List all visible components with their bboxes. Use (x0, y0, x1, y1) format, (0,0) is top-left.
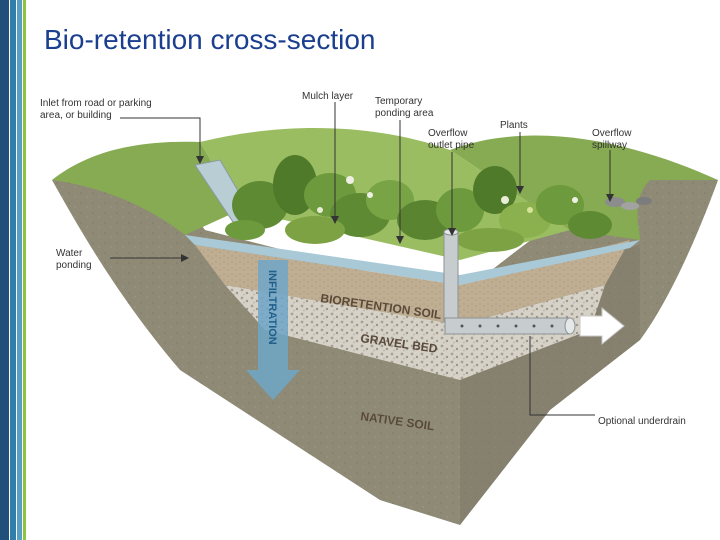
overflow-spillway-label-line-1: Overflow (592, 128, 632, 139)
temporary-ponding-label: Temporary ponding area (375, 96, 434, 119)
infiltration-label: INFILTRATION (266, 270, 278, 345)
callout-lines (110, 102, 611, 416)
outflow-arrow (579, 306, 625, 346)
overflow-spillway-label: Overflow spillway (592, 128, 634, 151)
slide-title: Bio-retention cross-section (44, 24, 376, 55)
overflow-pipe-label-line-2: outlet pipe (428, 140, 475, 151)
bioretention-diagram: INFILTRATION BIORETENTION SOIL GRAVEL BE… (40, 91, 718, 525)
temporary-ponding-label-line-1: Temporary (375, 96, 422, 107)
underdrain-label: Optional underdrain (598, 416, 686, 427)
inlet-label-line-1: Inlet from road or parking (40, 98, 152, 109)
underdrain-perforations (460, 324, 554, 328)
stripe-dark-blue (0, 0, 9, 540)
water-ponding-surface (185, 235, 640, 285)
stripe-blue (10, 0, 16, 540)
infiltration-arrow (246, 260, 300, 400)
plants-group (225, 155, 612, 252)
plants-label-line-1: Plants (500, 120, 528, 131)
stripe-light-blue (17, 0, 22, 540)
grass-slope-right (450, 135, 718, 240)
overflow-pipe-label-line-1: Overflow (428, 128, 468, 139)
callout-arrowheads (181, 156, 614, 262)
stripe-green (23, 0, 26, 540)
bioretention-soil-layer (195, 240, 630, 325)
mulch-layer-label: Mulch layer (302, 91, 354, 102)
gravel-bed-layer (225, 285, 605, 380)
water-ponding-label: Water ponding (56, 248, 92, 271)
water-ponding-label-line-1: Water (56, 248, 83, 259)
inlet-label-line-2: area, or building (40, 110, 112, 121)
underdrain-label-line-1: Optional underdrain (598, 416, 686, 427)
temporary-ponding-label-line-2: ponding area (375, 108, 434, 119)
mulch-layer-label-line-1: Mulch layer (302, 91, 354, 102)
overflow-outlet-pipe (443, 231, 459, 323)
water-ponding-label-line-2: ponding (56, 260, 92, 271)
overflow-pipe-label: Overflow outlet pipe (428, 128, 475, 151)
grass-slope-left (52, 141, 240, 235)
plants-label: Plants (500, 120, 528, 131)
inlet-label: Inlet from road or parking area, or buil… (40, 98, 155, 121)
overflow-spillway-label-line-2: spillway (592, 140, 627, 151)
sidebar-stripes (0, 0, 28, 540)
